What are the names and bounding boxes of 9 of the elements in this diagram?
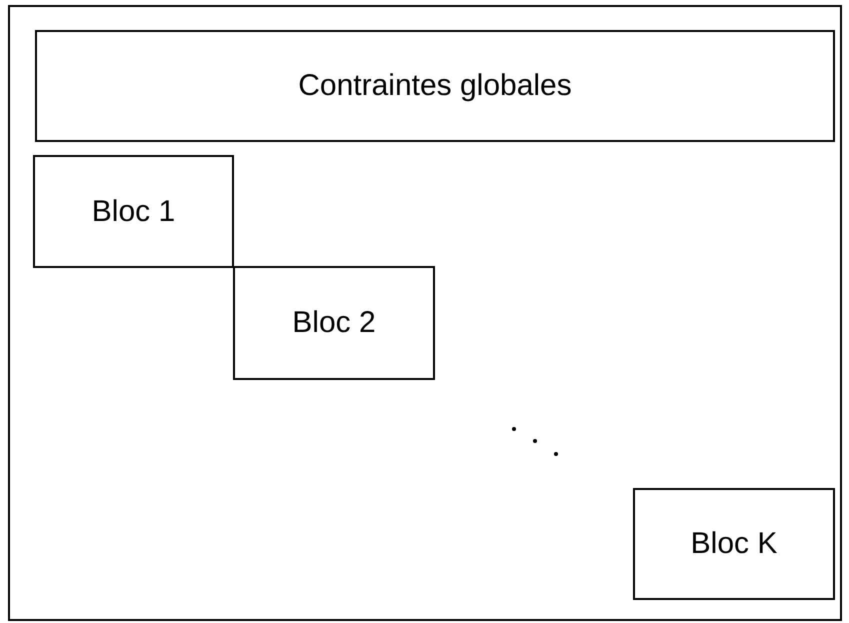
block-box: [35, 30, 835, 142]
block-box: [33, 155, 234, 268]
block-box: [233, 266, 435, 380]
block-label: Bloc 1: [92, 196, 176, 226]
block-box: [633, 488, 835, 600]
block-label: Contraintes globales: [298, 71, 572, 101]
block-label: Bloc 2: [292, 308, 376, 338]
block-label: Bloc K: [690, 529, 778, 559]
frame-box: [8, 5, 842, 621]
